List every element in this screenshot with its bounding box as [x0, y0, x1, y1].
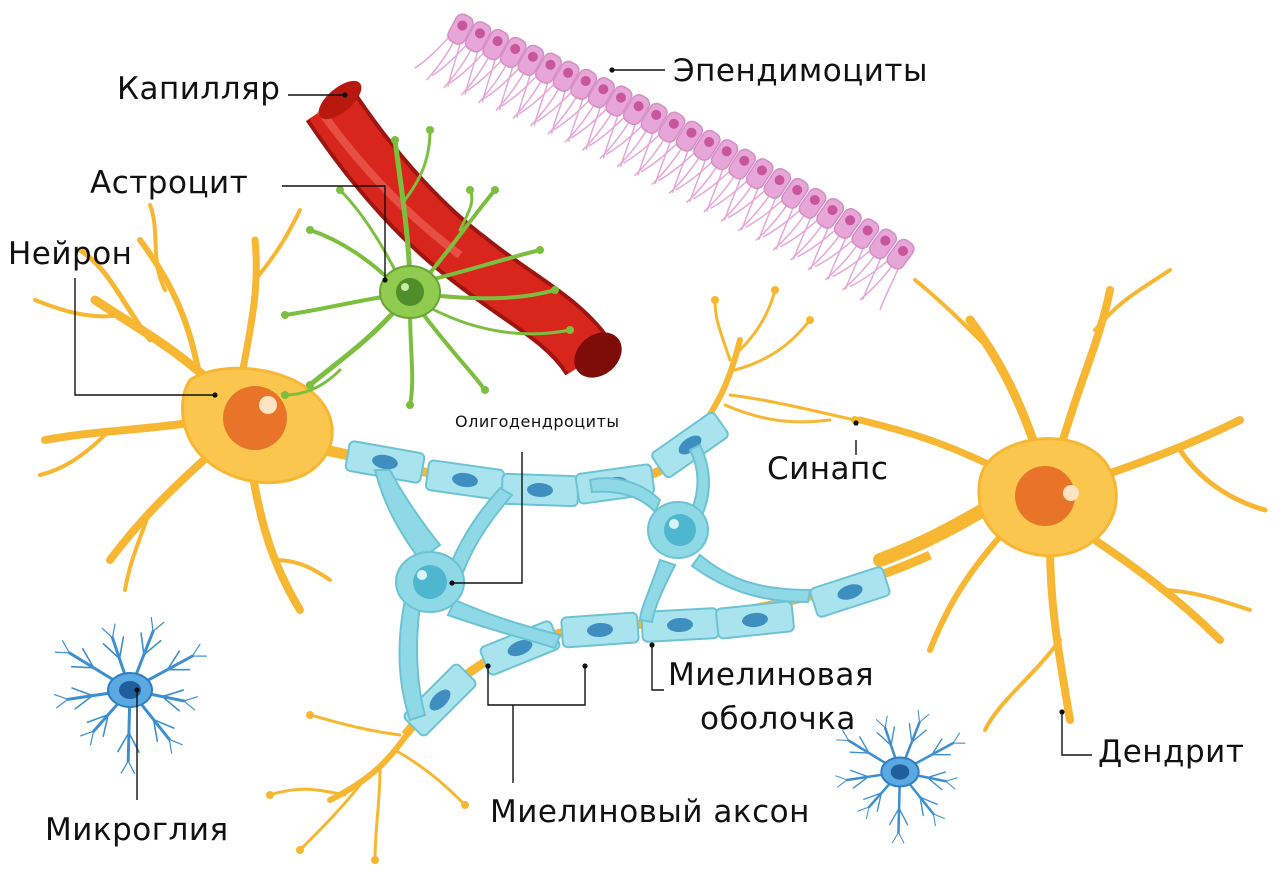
label-neuron: Нейрон [8, 236, 133, 272]
label-dendrite: Дендрит [1098, 734, 1245, 770]
axon-terminal-branches [268, 288, 857, 862]
ependymocyte-cell [779, 197, 845, 270]
leader-myelin-sheath [651, 645, 664, 691]
ependymocyte-cell [692, 148, 756, 221]
ependymocyte-cell [536, 68, 598, 142]
label-synapse: Синапс [767, 451, 889, 487]
ependymocyte-cell [745, 177, 809, 250]
capillary-illustration [305, 80, 622, 378]
oligodendrocytes-illustration [373, 443, 812, 722]
label-ependymocytes: Эпендимоциты [673, 53, 928, 89]
ependymocyte-cell [570, 85, 633, 159]
label-myelin-sheath-line2: оболочка [700, 701, 856, 737]
myelin-segment [640, 607, 720, 643]
ependymocyte-cell [675, 139, 739, 212]
leader-myelinated-axon [487, 666, 586, 706]
astrocyte-endfeet [281, 126, 574, 409]
ependymocyte-cell [710, 158, 774, 231]
myelin-segment [500, 472, 580, 508]
leader-oligodendrocytes [452, 452, 523, 584]
synapse-bulbs [266, 286, 859, 864]
ependymocyte-cell [483, 44, 545, 119]
label-microglia: Микроглия [45, 812, 229, 848]
ependymocyte-cell [657, 129, 721, 203]
leader-dots [134, 67, 1065, 715]
leader-astrocyte [282, 185, 386, 280]
right-neuron-body [977, 437, 1118, 558]
label-myelinated-axon: Миелиновый аксон [490, 794, 810, 830]
label-oligodendrocytes: Олигодендроциты [455, 412, 620, 431]
ependymocyte-cell [414, 13, 474, 88]
ependymocyte-cell [605, 102, 668, 176]
ependymocytes-illustration [414, 13, 915, 310]
ependymocyte-cell [797, 208, 862, 280]
myelin-sheath-segments [344, 411, 891, 737]
ependymocyte-cell [553, 77, 615, 151]
leader-dendrite [1061, 712, 1092, 756]
ependymocyte-cell [640, 120, 704, 194]
myelin-segment [651, 411, 729, 479]
astrocyte-body [379, 265, 441, 319]
myelin-segment [560, 611, 640, 649]
ependymocyte-cell [623, 111, 686, 185]
ependymocyte-cell [849, 238, 915, 310]
microglia-left-illustration [53, 616, 207, 775]
ependymocyte-cell [431, 21, 492, 95]
microglia-right-illustration [835, 709, 966, 844]
myelin-segment [403, 663, 477, 737]
myelin-segment [424, 459, 506, 501]
left-neuron-body [181, 366, 334, 485]
ependymocyte-cell [762, 187, 827, 260]
ependymocyte-cell [466, 36, 527, 111]
label-astrocyte: Астроцит [90, 165, 249, 201]
ependymocyte-cell [727, 167, 792, 240]
ependymocyte-cell [449, 28, 510, 103]
myelin-segment [809, 566, 891, 618]
label-myelin-sheath-line1: Миелиновая [668, 657, 875, 693]
label-capillary: Капилляр [117, 71, 281, 107]
leader-neuron [74, 278, 215, 396]
myelin-segment [715, 600, 795, 640]
leader-lines [74, 69, 1092, 800]
ependymocyte-cell [588, 94, 651, 167]
